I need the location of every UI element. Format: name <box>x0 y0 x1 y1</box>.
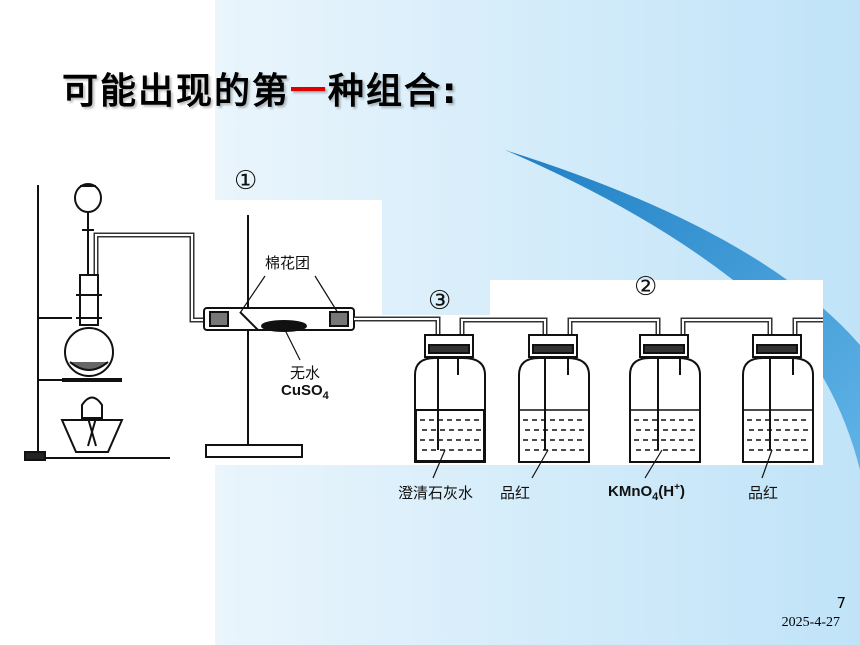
label-pointers <box>432 449 773 479</box>
marker-1: ① <box>234 166 258 196</box>
pinkred-label-2: 品红 <box>748 484 779 502</box>
stand-base-2 <box>205 444 303 458</box>
burner-base <box>60 419 124 453</box>
marker-3: ③ <box>428 286 452 316</box>
marker-2: ② <box>634 272 658 302</box>
alcohol-lamp <box>81 396 103 419</box>
cotton-right <box>329 311 349 327</box>
kmno4-label: KMnO4(H+) <box>608 482 685 503</box>
title-highlight: 一 <box>290 71 329 112</box>
wash-bottle-1 <box>414 334 486 463</box>
tube-panel <box>170 200 382 465</box>
cotton-left <box>209 311 229 327</box>
cuso4-pointer <box>284 329 301 361</box>
cuso4-subscript: 4 <box>322 390 329 402</box>
cuso4-main: CuSO <box>281 382 323 399</box>
stand-base-1 <box>24 451 46 461</box>
title-text-start: 可能出现的第 <box>62 71 291 112</box>
kmno4-main: KMnO <box>608 483 653 500</box>
cuso4-label: CuSO4 <box>281 382 329 402</box>
pinkred-label-1: 品红 <box>500 484 531 502</box>
limewater-label: 澄清石灰水 <box>398 484 474 502</box>
kmno4-paren-open: (H <box>658 483 675 500</box>
title-text-end: 种组合: <box>328 71 459 112</box>
cotton-pointer-left <box>239 275 266 314</box>
kmno4-paren-close: ) <box>679 483 685 500</box>
liquid-dashes <box>420 419 810 451</box>
anhydrous-label: 无水 <box>290 364 321 382</box>
kmno4-superscript: + <box>674 482 680 493</box>
kmno4-subscript: 4 <box>652 491 659 503</box>
slide-title: 可能出现的第一种组合: <box>62 62 458 114</box>
page-number: 7 <box>836 594 846 612</box>
flask-neck <box>79 274 99 326</box>
cuso4-powder <box>261 320 307 332</box>
cotton-pointer-right <box>314 275 339 314</box>
slide-date: 2025-4-27 <box>781 615 840 630</box>
cotton-label: 棉花团 <box>265 254 311 272</box>
